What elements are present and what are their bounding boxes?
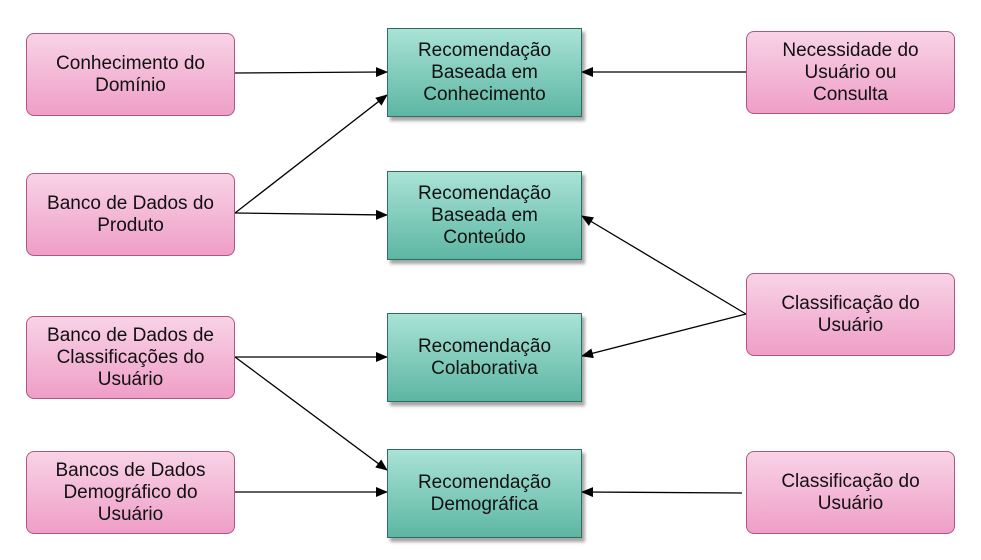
node-content-based-recommendation: Recomendação Baseada em Conteúdo [387,171,582,260]
node-label: Classificação do Usuário [781,470,920,514]
edge-left-3-to-center-4 [234,356,388,471]
node-collaborative-recommendation: Recomendação Colaborativa [387,313,582,402]
edge-right-3-to-center-4 [581,487,743,498]
node-domain-knowledge: Conhecimento do Domínio [26,33,235,116]
node-user-ratings-database: Banco de Dados de Classificações do Usuá… [26,316,235,399]
node-user-demographic-database: Bancos de Dados Demográfico do Usuário [26,451,235,534]
node-user-rating-1: Classificação do Usuário [746,273,955,356]
node-label: Conhecimento do Domínio [56,52,205,96]
node-label: Banco de Dados do Produto [47,192,214,236]
edge-left-2-to-center-1 [234,94,388,214]
node-label: Recomendação Colaborativa [417,335,552,379]
node-label: Classificação do Usuário [781,292,920,336]
edge-left-1-to-center-1 [234,67,388,78]
node-user-rating-2: Classificação do Usuário [746,451,955,534]
edge-right-2-to-center-3 [581,313,747,359]
node-label: Recomendação Baseada em Conteúdo [417,182,552,248]
node-product-database: Banco de Dados do Produto [26,173,235,256]
node-label: Necessidade do Usuário ou Consulta [782,39,919,105]
edge-right-2-to-center-2 [581,215,747,315]
node-label: Bancos de Dados Demográfico do Usuário [55,459,206,525]
node-label: Recomendação Baseada em Conhecimento [417,39,552,105]
node-label: Recomendação Demográfica [417,471,552,515]
node-knowledge-based-recommendation: Recomendação Baseada em Conhecimento [387,28,582,117]
node-user-need-or-query: Necessidade do Usuário ou Consulta [746,31,955,114]
node-demographic-recommendation: Recomendação Demográfica [387,449,582,538]
node-label: Banco de Dados de Classificações do Usuá… [47,324,214,390]
edge-left-2-to-center-2 [234,209,388,220]
